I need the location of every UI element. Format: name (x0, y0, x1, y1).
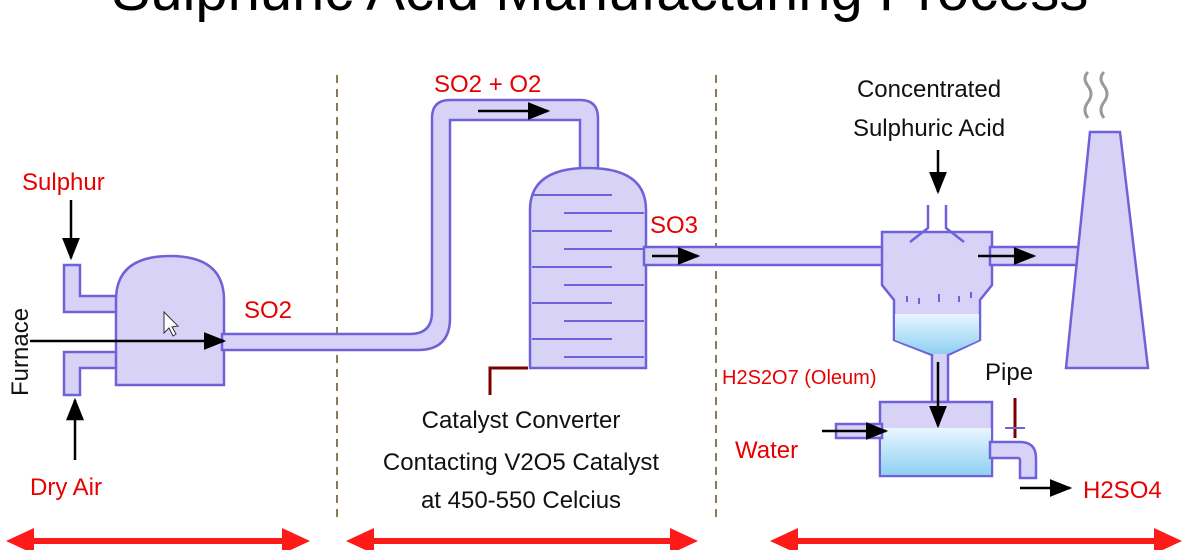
absorption-tower (880, 205, 994, 404)
label-pipe: Pipe (985, 359, 1033, 386)
flow-arrows (30, 102, 1073, 497)
label-conc-2: Sulphuric Acid (853, 115, 1005, 142)
section-arrows (6, 528, 1182, 550)
section-arrow-2 (346, 528, 698, 550)
furnace-unit (62, 254, 226, 397)
chimney (1064, 130, 1150, 370)
label-catalyst-2: Contacting V2O5 Catalyst (383, 449, 659, 476)
cursor-icon (163, 310, 180, 337)
label-oleum: H2S2O7 (Oleum) (722, 367, 877, 389)
label-furnace: Furnace (7, 308, 34, 396)
label-so2: SO2 (244, 297, 292, 324)
label-water: Water (735, 437, 798, 464)
page-title: Sulphuric Acid Manufacturing Process (112, 0, 1089, 23)
label-so3: SO3 (650, 212, 698, 239)
catalyst-pointer (488, 366, 528, 395)
label-catalyst-3: at 450-550 Celcius (421, 487, 621, 514)
catalyst-trays (532, 194, 644, 358)
label-conc-1: Concentrated (857, 76, 1001, 103)
so2-pipe (220, 98, 600, 352)
acid-liquid (895, 314, 979, 354)
label-dry-air: Dry Air (30, 474, 102, 501)
section-arrow-3 (770, 528, 1182, 550)
label-catalyst-1: Catalyst Converter (422, 407, 621, 434)
label-sulphur: Sulphur (22, 169, 105, 196)
catalyst-converter (528, 166, 648, 370)
label-h2so4: H2SO4 (1083, 477, 1162, 504)
section-arrow-1 (6, 528, 310, 550)
smoke-icon (1083, 70, 1109, 119)
diluter-tank (834, 398, 1038, 480)
label-so2-o2: SO2 + O2 (434, 71, 541, 98)
